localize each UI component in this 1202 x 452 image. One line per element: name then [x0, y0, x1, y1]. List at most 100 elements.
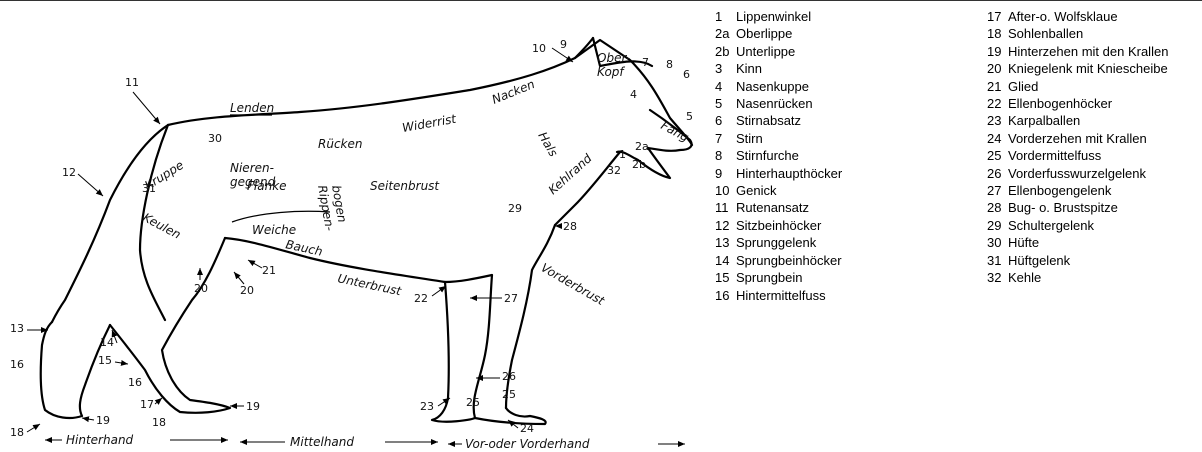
- callout-20b: 20: [240, 284, 254, 297]
- callout-14: 14: [100, 336, 114, 349]
- callout-17: 17: [140, 398, 154, 411]
- callout-18b: 18: [152, 416, 166, 429]
- label-vorderbrust: Vorderbrust: [539, 260, 608, 308]
- legend-item: 15Sprungbein: [715, 269, 970, 286]
- legend-item-text: Karpalballen: [1008, 112, 1080, 129]
- legend-item-text: Vorderfusswurzelgelenk: [1008, 165, 1146, 182]
- legend-item: 28Bug- o. Brustspitze: [987, 199, 1202, 216]
- callout-27: 27: [504, 292, 518, 305]
- legend-item-number: 2b: [715, 43, 736, 60]
- callout-11: 11: [125, 76, 139, 89]
- legend-item-text: Ellenbogengelenk: [1008, 182, 1111, 199]
- legend-item: 1Lippenwinkel: [715, 8, 970, 25]
- belly-line: [225, 238, 445, 282]
- label-seitenbrust: Seitenbrust: [370, 179, 440, 193]
- label-flanke: Flanke: [247, 179, 287, 193]
- callout-24: 24: [520, 422, 534, 435]
- legend-item-number: 14: [715, 252, 736, 269]
- callout-2b: 2b: [632, 158, 646, 171]
- callout-12: 12: [62, 166, 76, 179]
- callout-5: 5: [686, 110, 693, 123]
- legend-item-text: Ellenbogenhöcker: [1008, 95, 1112, 112]
- legend-item-number: 20: [987, 60, 1008, 77]
- legend-item-text: Vordermittelfuss: [1008, 147, 1101, 164]
- legend-item-text: Kinn: [736, 60, 762, 77]
- legend-item-text: Nasenrücken: [736, 95, 813, 112]
- legend-item-number: 6: [715, 112, 736, 129]
- legend-item: 2aOberlippe: [715, 25, 970, 42]
- legend-item-text: Hinterzehen mit den Krallen: [1008, 43, 1168, 60]
- legend-item: 9Hinterhaupthöcker: [715, 165, 970, 182]
- label-oberkopf-1: Ober-: [597, 51, 630, 65]
- legend-item-number: 24: [987, 130, 1008, 147]
- legend-item-number: 18: [987, 25, 1008, 42]
- legend-item: 4Nasenkuppe: [715, 78, 970, 95]
- region-labels: Lenden Rücken Widerrist Nacken Ober- Kop…: [66, 51, 692, 451]
- legend-item-number: 7: [715, 130, 736, 147]
- legend-item-number: 11: [715, 199, 736, 216]
- label-hinterhand: Hinterhand: [66, 433, 134, 447]
- legend-item-number: 9: [715, 165, 736, 182]
- callout-16a: 16: [10, 358, 24, 371]
- legend-item-text: Lippenwinkel: [736, 8, 811, 25]
- callout-10: 10: [532, 42, 546, 55]
- pointer-22: [432, 286, 446, 296]
- dog-outline: [41, 38, 692, 424]
- callout-2a: 2a: [635, 140, 649, 153]
- legend-item: 22Ellenbogenhöcker: [987, 95, 1202, 112]
- legend-item-text: Unterlippe: [736, 43, 795, 60]
- label-lenden: Lenden: [230, 101, 274, 115]
- label-nacken: Nacken: [490, 77, 537, 107]
- pointer-21: [248, 260, 262, 268]
- callout-19b: 19: [246, 400, 260, 413]
- callout-9: 9: [560, 38, 567, 51]
- legend-item: 16Hintermittelfuss: [715, 287, 970, 304]
- callout-4: 4: [630, 88, 637, 101]
- legend-item: 5Nasenrücken: [715, 95, 970, 112]
- label-widerrist: Widerrist: [401, 112, 458, 135]
- legend-item-text: Stirn: [736, 130, 763, 147]
- callout-30: 30: [208, 132, 222, 145]
- legend-item-text: Rutenansatz: [736, 199, 809, 216]
- legend-item-number: 1: [715, 8, 736, 25]
- legend-item-text: Hüftgelenk: [1008, 252, 1070, 269]
- legend-item-number: 29: [987, 217, 1008, 234]
- legend-item: 23Karpalballen: [987, 112, 1202, 129]
- legend-item-number: 22: [987, 95, 1008, 112]
- callout-28: 28: [563, 220, 577, 233]
- callout-16b: 16: [128, 376, 142, 389]
- legend-item-text: Nasenkuppe: [736, 78, 809, 95]
- legend-item-text: Sprungbein: [736, 269, 803, 286]
- legend-item: 18Sohlenballen: [987, 25, 1202, 42]
- legend-item-text: Kniegelenk mit Kniescheibe: [1008, 60, 1168, 77]
- legend-item: 8Stirnfurche: [715, 147, 970, 164]
- callout-7: 7: [642, 56, 649, 69]
- legend-item-text: Hinterhaupthöcker: [736, 165, 842, 182]
- legend-item: 27Ellenbogengelenk: [987, 182, 1202, 199]
- legend-item-text: Kehle: [1008, 269, 1041, 286]
- legend-item-text: Sitzbeinhöcker: [736, 217, 821, 234]
- callout-20a: 20: [194, 282, 208, 295]
- callout-23: 23: [420, 400, 434, 413]
- legend-item-text: Sohlenballen: [1008, 25, 1083, 42]
- callout-19a: 19: [96, 414, 110, 427]
- legend-item-number: 19: [987, 43, 1008, 60]
- legend-item-number: 16: [715, 287, 736, 304]
- legend-item-number: 8: [715, 147, 736, 164]
- legend-item-number: 30: [987, 234, 1008, 251]
- legend-item: 6Stirnabsatz: [715, 112, 970, 129]
- callout-31: 31: [142, 182, 156, 195]
- legend-item: 20Kniegelenk mit Kniescheibe: [987, 60, 1202, 77]
- label-vorderhand: Vor-oder Vorderhand: [465, 437, 590, 451]
- legend-item-number: 15: [715, 269, 736, 286]
- callout-21: 21: [262, 264, 276, 277]
- callout-25b: 25: [502, 388, 516, 401]
- legend-item-number: 31: [987, 252, 1008, 269]
- front-leg-outline: [445, 275, 546, 424]
- legend-item-text: After-o. Wolfsklaue: [1008, 8, 1118, 25]
- legend-item: 14Sprungbeinhöcker: [715, 252, 970, 269]
- legend-item: 13Sprunggelenk: [715, 234, 970, 251]
- callout-29: 29: [508, 202, 522, 215]
- callout-13: 13: [10, 322, 24, 335]
- legend-item: 32Kehle: [987, 269, 1202, 286]
